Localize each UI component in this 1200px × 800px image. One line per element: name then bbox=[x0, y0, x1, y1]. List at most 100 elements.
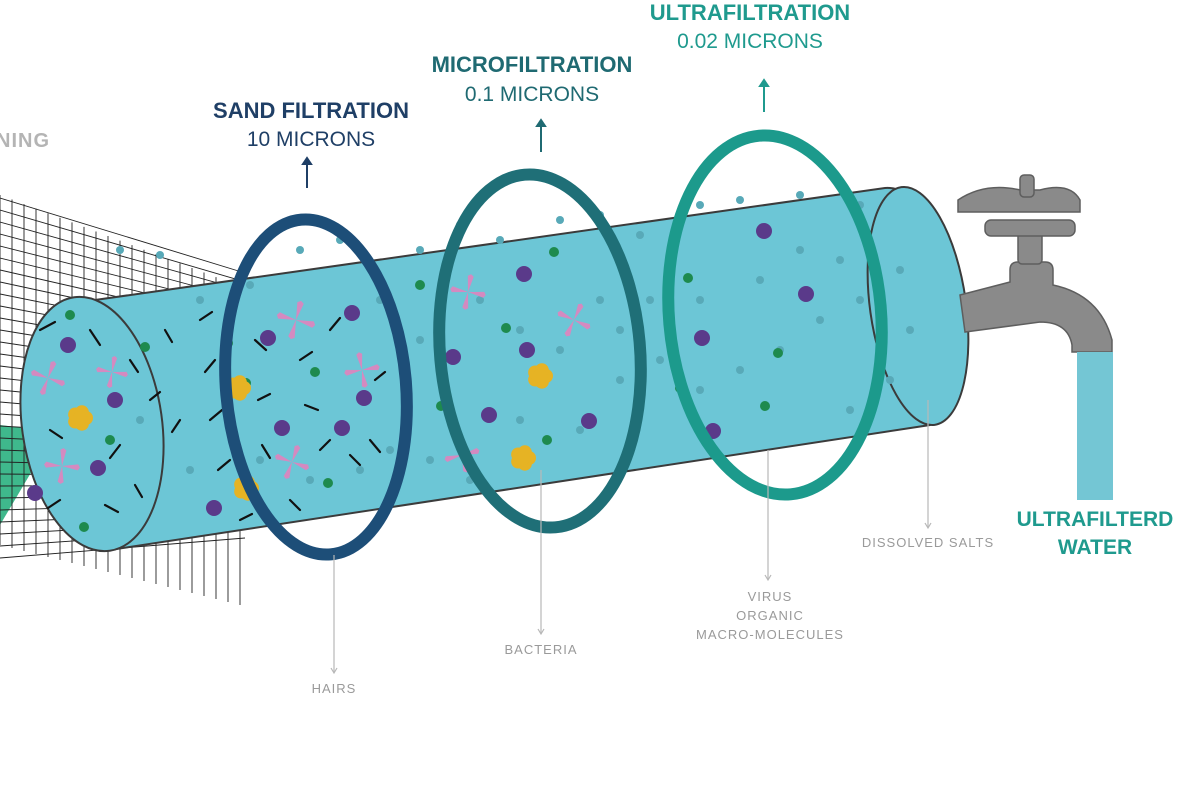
teal-dot bbox=[696, 386, 704, 394]
teal-dot bbox=[896, 266, 904, 274]
caption-arrow bbox=[330, 667, 338, 675]
sand-filtration-ring bbox=[219, 213, 413, 561]
green-dot bbox=[310, 367, 320, 377]
pink-star bbox=[31, 361, 65, 395]
sand-filtration-title: SAND FILTRATION bbox=[213, 98, 409, 123]
hair bbox=[288, 498, 302, 512]
teal-dot bbox=[856, 296, 864, 304]
green-dot bbox=[683, 273, 693, 283]
teal-dot bbox=[186, 466, 194, 474]
green-dot bbox=[415, 280, 425, 290]
teal-dot bbox=[816, 316, 824, 324]
purple-dot bbox=[334, 420, 350, 436]
hair bbox=[260, 443, 272, 460]
teal-dot bbox=[656, 356, 664, 364]
teal-dot bbox=[156, 251, 164, 259]
teal-dot bbox=[906, 326, 914, 334]
hair bbox=[373, 370, 387, 382]
yellow-blob bbox=[528, 363, 553, 389]
purple-dot bbox=[694, 330, 710, 346]
ultrafiltration-ring bbox=[662, 129, 888, 501]
output-label-line1: ULTRAFILTERD bbox=[1017, 508, 1174, 531]
purple-dot bbox=[206, 500, 222, 516]
teal-dot bbox=[556, 346, 564, 354]
teal-dot bbox=[196, 296, 204, 304]
filter-tube bbox=[19, 185, 970, 553]
teal-dot bbox=[416, 336, 424, 344]
macro-molecules-caption: MACRO-MOLECULES bbox=[696, 627, 844, 642]
hair bbox=[318, 438, 332, 452]
teal-dot bbox=[576, 426, 584, 434]
caption-arrow bbox=[764, 574, 772, 582]
teal-dot bbox=[476, 296, 484, 304]
purple-dot bbox=[798, 286, 814, 302]
microfiltration-title: MICROFILTRATION bbox=[432, 52, 633, 77]
hairs-caption: HAIRS bbox=[312, 681, 357, 696]
teal-dot bbox=[636, 231, 644, 239]
mesh-line bbox=[0, 209, 246, 283]
pink-star bbox=[557, 303, 591, 337]
green-dot bbox=[549, 247, 559, 257]
faucet-icon bbox=[957, 174, 1113, 353]
hair bbox=[328, 316, 342, 332]
ultrafiltration-title: ULTRAFILTRATION bbox=[650, 0, 850, 25]
ultrafiltration-size: 0.02 MICRONS bbox=[677, 30, 823, 53]
teal-dot bbox=[556, 216, 564, 224]
teal-dot bbox=[886, 376, 894, 384]
purple-dot bbox=[581, 413, 597, 429]
green-dot bbox=[501, 323, 511, 333]
purple-dot bbox=[481, 407, 497, 423]
teal-dot bbox=[306, 476, 314, 484]
pink-star bbox=[275, 445, 309, 479]
teal-dot bbox=[426, 456, 434, 464]
green-dot bbox=[79, 522, 89, 532]
teal-dot bbox=[736, 196, 744, 204]
hair bbox=[303, 403, 320, 412]
hair bbox=[133, 483, 144, 499]
microfiltration-size: 0.1 MICRONS bbox=[465, 83, 599, 106]
purple-dot bbox=[274, 420, 290, 436]
teal-dot bbox=[256, 456, 264, 464]
microfiltration-ring bbox=[433, 168, 647, 534]
teal-dot bbox=[756, 276, 764, 284]
tube-face bbox=[19, 295, 165, 553]
teal-dot bbox=[516, 416, 524, 424]
hair bbox=[163, 328, 174, 344]
purple-dot bbox=[756, 223, 772, 239]
purple-dot bbox=[60, 337, 76, 353]
hair bbox=[46, 498, 62, 510]
teal-dot bbox=[416, 246, 424, 254]
water-stream bbox=[1077, 352, 1113, 500]
hair bbox=[208, 408, 224, 422]
teal-dot bbox=[736, 366, 744, 374]
pink-star bbox=[44, 448, 80, 484]
teal-dot bbox=[496, 236, 504, 244]
teal-dot bbox=[616, 376, 624, 384]
organic-caption: ORGANIC bbox=[736, 608, 804, 623]
caption-arrow bbox=[924, 522, 932, 530]
green-dot bbox=[140, 342, 150, 352]
yellow-blob bbox=[68, 405, 93, 431]
teal-dot bbox=[116, 246, 124, 254]
teal-dot bbox=[516, 326, 524, 334]
teal-dot bbox=[386, 446, 394, 454]
purple-dot bbox=[344, 305, 360, 321]
output-label-line2: WATER bbox=[1058, 536, 1132, 559]
purple-dot bbox=[90, 460, 106, 476]
teal-dot bbox=[136, 416, 144, 424]
up-arrow-head bbox=[535, 118, 547, 127]
up-arrows bbox=[301, 78, 770, 188]
pink-star bbox=[96, 356, 128, 388]
teal-dot bbox=[696, 296, 704, 304]
purple-dot bbox=[516, 266, 532, 282]
mesh-line bbox=[0, 197, 246, 274]
teal-dot bbox=[796, 246, 804, 254]
green-dot bbox=[760, 401, 770, 411]
hair bbox=[88, 328, 102, 347]
sand-filtration-size: 10 MICRONS bbox=[247, 128, 375, 151]
yellow-blob bbox=[511, 445, 536, 471]
green-dot bbox=[65, 310, 75, 320]
teal-dot bbox=[356, 466, 364, 474]
hair bbox=[238, 512, 254, 522]
